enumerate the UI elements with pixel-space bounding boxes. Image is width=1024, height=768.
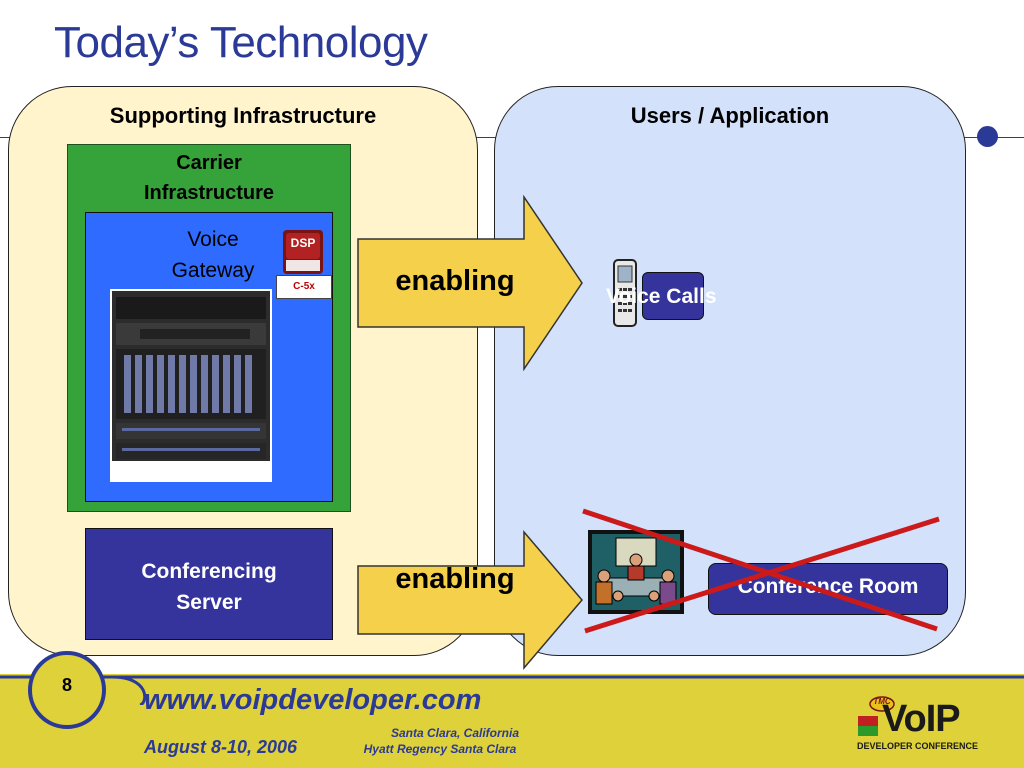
right-panel-heading: Users / Application <box>630 103 830 128</box>
voice-calls-pill <box>642 272 704 320</box>
server-rack-icon <box>110 289 272 482</box>
meeting-room-icon <box>588 530 684 614</box>
footer-location-venue: Hyatt Regency Santa Clara <box>363 742 517 756</box>
footer-url[interactable]: www.voipdeveloper.com <box>144 684 482 716</box>
page-number: 8 <box>61 675 72 695</box>
dsp-chip-icon <box>283 230 323 274</box>
enabling-label-top: enabling <box>395 265 515 297</box>
enabling-arrow-top <box>357 195 583 371</box>
conferencing-server-box <box>85 528 333 640</box>
logo-subtext: DEVELOPER CONFERENCE <box>857 741 979 751</box>
page-title: Today’s Technology <box>54 18 428 67</box>
logo-text: VoIP <box>882 698 961 740</box>
dot-icon <box>977 126 998 147</box>
enabling-label-bottom: enabling <box>395 563 515 595</box>
footer-location-city: Santa Clara, California <box>390 726 520 740</box>
conference-room-label: Conference Room <box>737 575 919 598</box>
phone-icon <box>612 258 638 328</box>
footer-curve <box>0 675 1024 705</box>
conferencing-server-label: Conferencing Server <box>141 560 277 614</box>
left-panel-heading: Supporting Infrastructure <box>109 103 377 128</box>
red-cross-icon <box>582 508 940 634</box>
footer-date: August 8-10, 2006 <box>144 737 298 757</box>
enabling-arrow-bottom <box>357 529 583 671</box>
page-number-badge <box>28 651 106 729</box>
voice-calls-label: Voice Calls <box>606 285 717 308</box>
logo-tag: TMC <box>873 697 891 706</box>
carrier-infrastructure-label: Carrier Infrastructure <box>143 152 275 204</box>
dsp-chip-label: DSP <box>290 236 316 250</box>
footer-band <box>0 674 1024 768</box>
voice-gateway-label: Voice Gateway <box>171 228 255 282</box>
chip-model-label: C-5x <box>276 275 332 299</box>
voip-logo-icon <box>852 694 1012 756</box>
conference-room-pill <box>708 563 948 615</box>
